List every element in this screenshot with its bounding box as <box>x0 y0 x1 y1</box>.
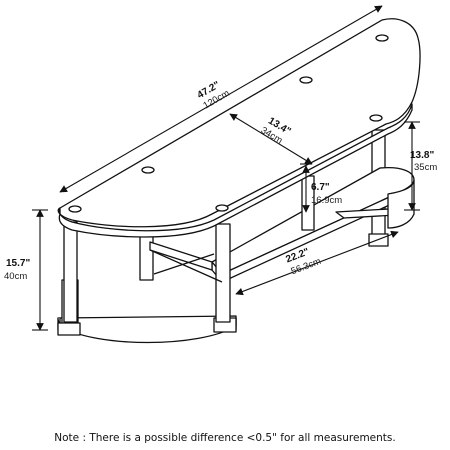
left-height-imperial: 15.7" <box>6 258 30 269</box>
measurement-note: Note : There is a possible difference <0… <box>54 432 396 444</box>
dimension-labels: 47.2" 120cm 13.4" 34cm 6.7" 16.9cm 13.8"… <box>4 79 437 282</box>
hole <box>375 34 389 42</box>
shelf-gap-metric: 16.9cm <box>311 195 342 206</box>
lower-x-brace <box>149 249 223 283</box>
dimension-arrow-icon <box>59 5 383 193</box>
hole <box>215 204 229 212</box>
hole <box>369 114 383 122</box>
hole <box>141 166 155 174</box>
shelf-gap-imperial: 6.7" <box>311 182 330 193</box>
hole <box>68 205 82 213</box>
dimension-arrow-icon <box>235 230 399 296</box>
right-height-metric: 35cm <box>414 162 437 173</box>
front-left-foot <box>57 322 81 336</box>
center-panel <box>149 241 213 271</box>
front-right-leg <box>215 223 231 323</box>
hole <box>299 76 313 84</box>
bottom-shelf <box>57 315 237 344</box>
dimension-arrow-icon <box>229 113 313 165</box>
front-left-leg <box>63 221 78 323</box>
tv-stand-drawing <box>57 18 421 344</box>
right-height-imperial: 13.8" <box>410 150 434 161</box>
dimension-lines <box>32 5 420 331</box>
left-height-metric: 40cm <box>4 271 27 282</box>
